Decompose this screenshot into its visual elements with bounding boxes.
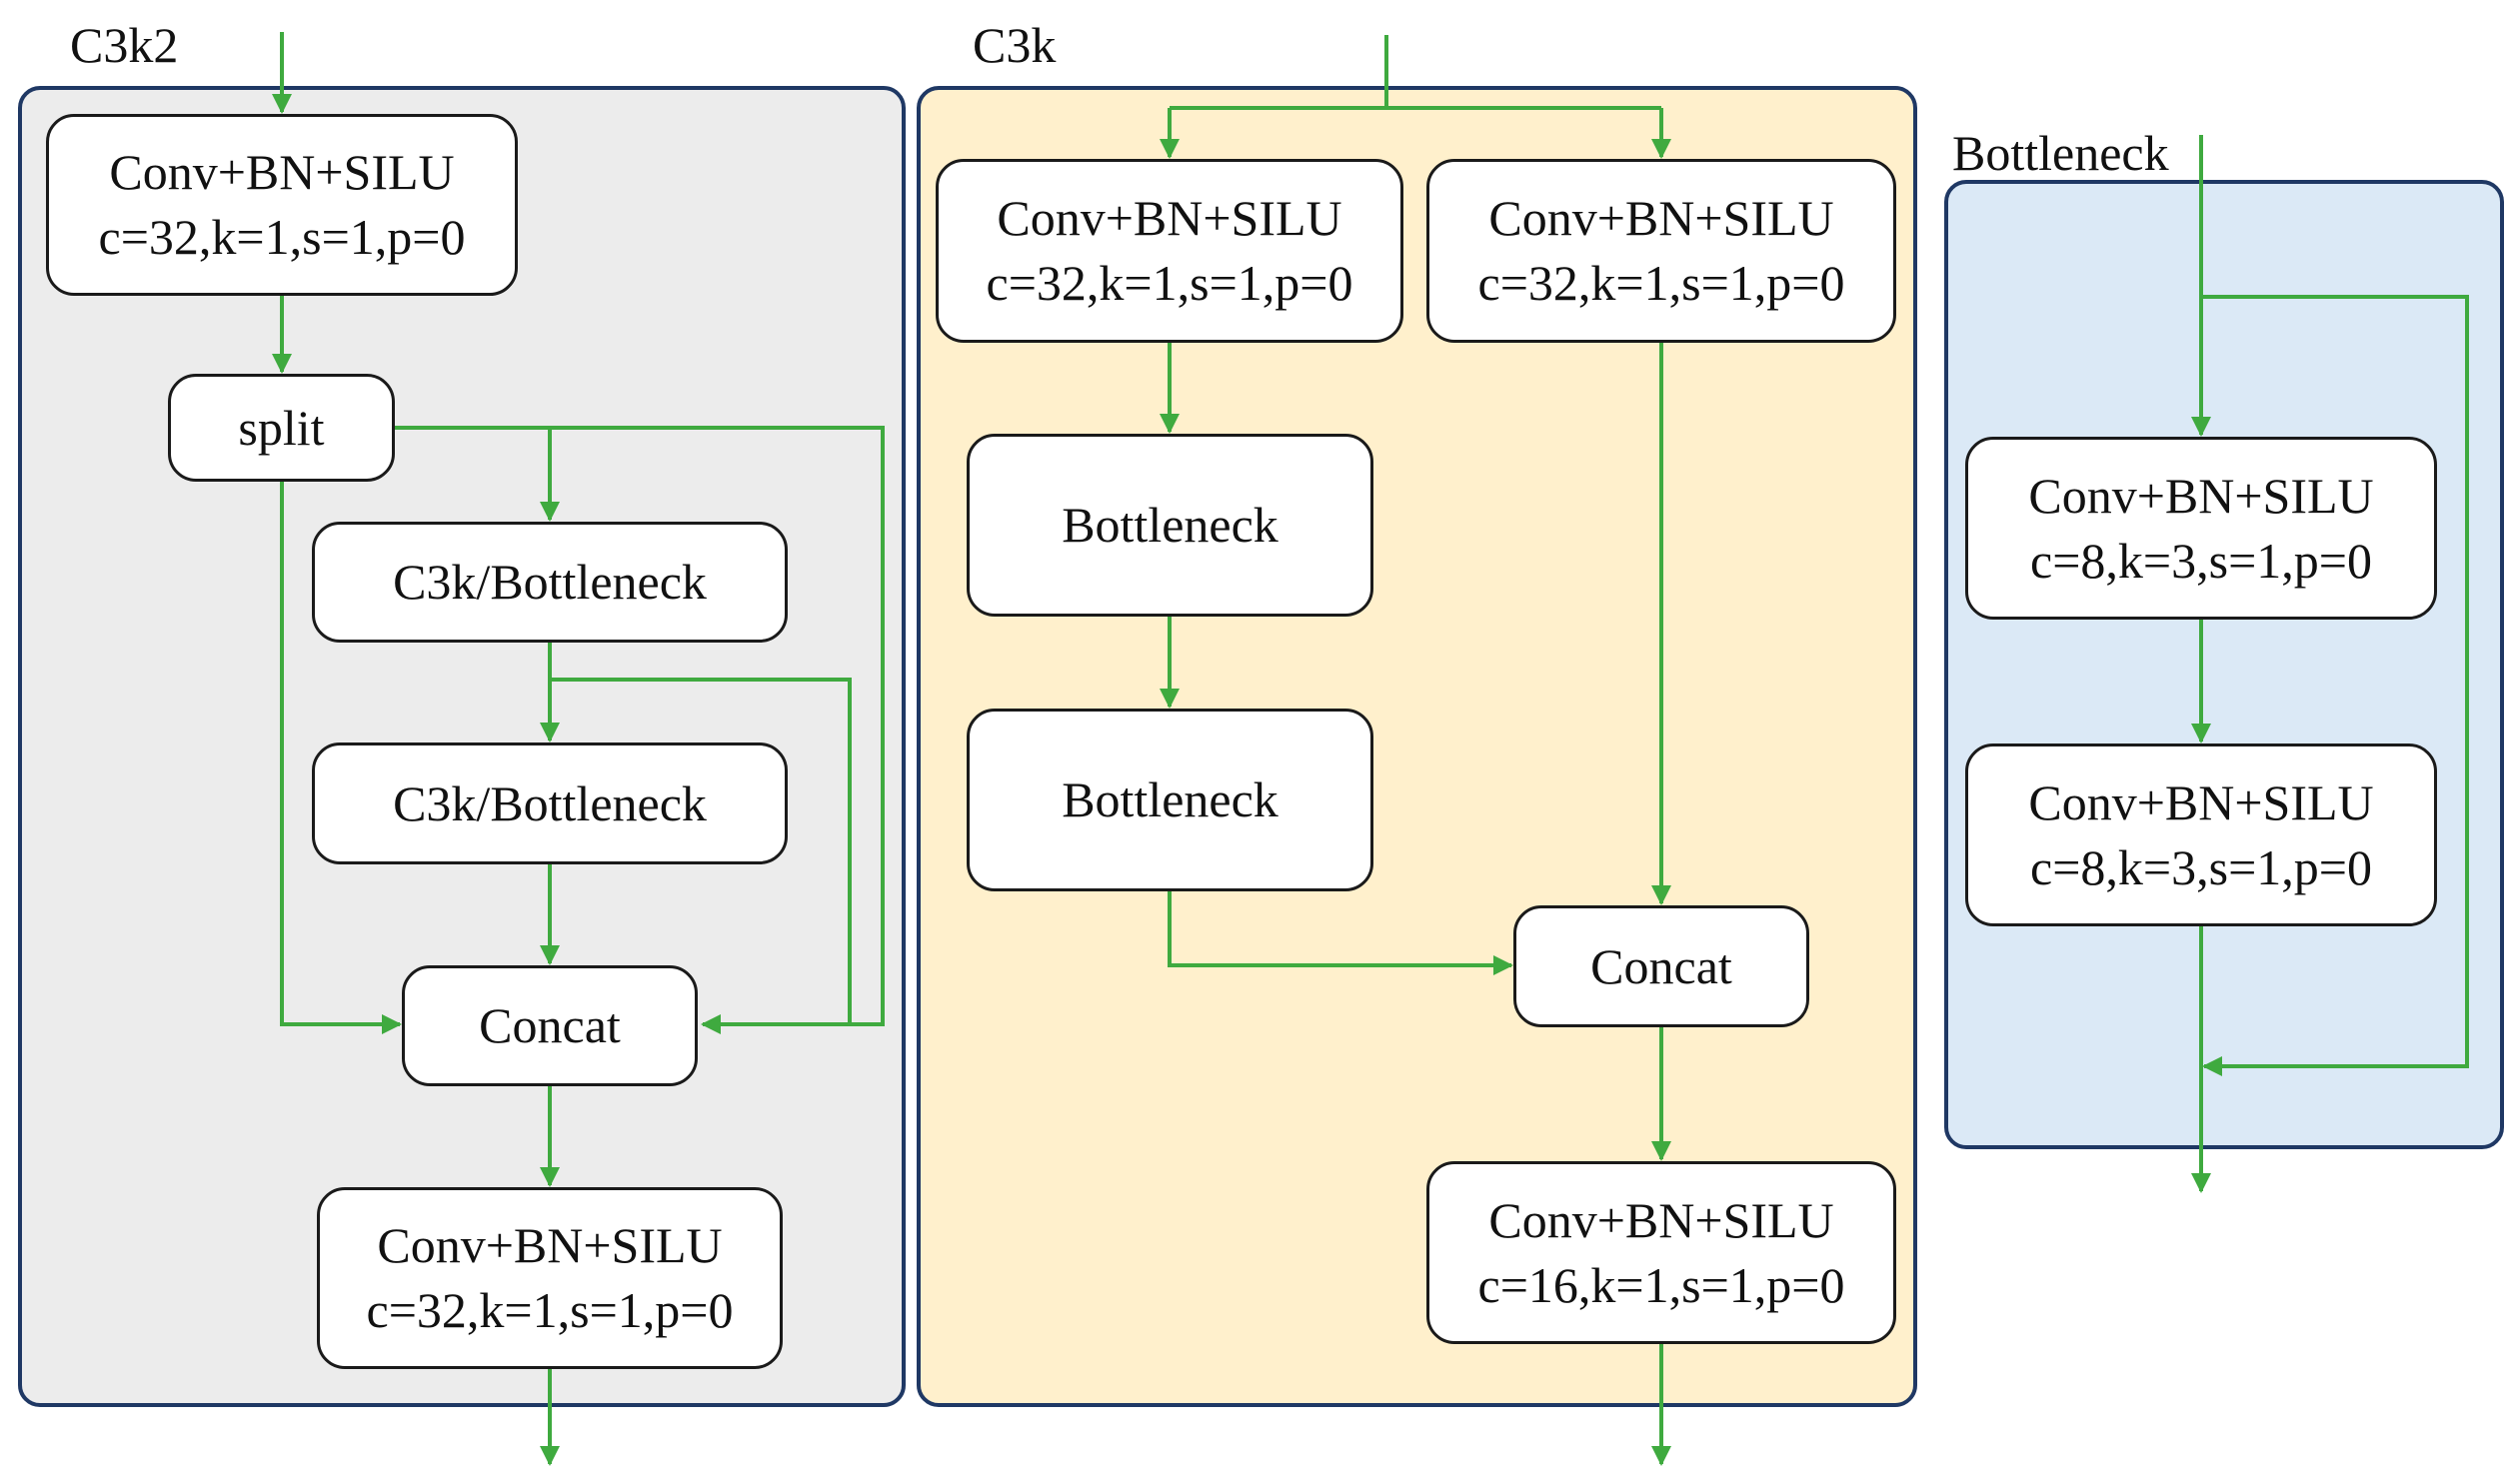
block-label: Conv+BN+SILU: [1488, 1191, 1834, 1248]
c3k-bottleneck-block-a: Bottleneck: [967, 434, 1373, 617]
block-label: Concat: [479, 997, 621, 1053]
bottleneck-residual-line: [2201, 295, 2469, 1076]
c3k-concat-block: Concat: [1513, 905, 1809, 1027]
block-label: Conv+BN+SILU: [377, 1217, 723, 1273]
block-params: c=32,k=1,s=1,p=0: [98, 209, 466, 265]
block-label: Conv+BN+SILU: [1488, 190, 1834, 246]
block-label: Conv+BN+SILU: [109, 144, 455, 200]
bottleneck-title: Bottleneck: [1952, 125, 2169, 181]
bottleneck-conv-a-block: Conv+BN+SILU c=8,k=3,s=1,p=0: [1965, 437, 2437, 620]
c3k2-conv-out-block: Conv+BN+SILU c=32,k=1,s=1,p=0: [317, 1187, 783, 1369]
block-params: c=32,k=1,s=1,p=0: [1477, 255, 1845, 311]
c3k-title: C3k: [973, 17, 1057, 73]
block-label: Conv+BN+SILU: [2028, 773, 2374, 830]
split-block: split: [168, 374, 395, 482]
c3k2-conv-in-block: Conv+BN+SILU c=32,k=1,s=1,p=0: [46, 114, 518, 296]
c3k-bottleneck-block-a: C3k/Bottleneck: [312, 522, 788, 643]
block-params: c=32,k=1,s=1,p=0: [366, 1282, 734, 1338]
c3k2-title: C3k2: [70, 17, 179, 73]
split-bypass-arrow: [280, 482, 402, 1034]
block-params: c=32,k=1,s=1,p=0: [986, 255, 1353, 311]
bottleneck-conv-b-block: Conv+BN+SILU c=8,k=3,s=1,p=0: [1965, 743, 2437, 926]
block-label: Conv+BN+SILU: [2028, 467, 2374, 524]
block-label: Bottleneck: [1062, 771, 1278, 827]
block-params: c=8,k=3,s=1,p=0: [2030, 532, 2372, 589]
c3k-conv-left-block: Conv+BN+SILU c=32,k=1,s=1,p=0: [936, 159, 1403, 343]
c3k-bottleneck-block-b: Bottleneck: [967, 709, 1373, 891]
block-params: c=16,k=1,s=1,p=0: [1477, 1256, 1845, 1313]
block-label: Conv+BN+SILU: [997, 190, 1342, 246]
c3k-conv-right-block: Conv+BN+SILU c=32,k=1,s=1,p=0: [1426, 159, 1896, 343]
block-label: Concat: [1590, 937, 1732, 994]
block-label: C3k/Bottleneck: [393, 774, 707, 831]
c3k-bottleneck-block-b: C3k/Bottleneck: [312, 742, 788, 864]
block-label: C3k/Bottleneck: [393, 554, 707, 610]
bottleneck-panel: [1944, 180, 2504, 1149]
c3k-a-branch-line: [550, 678, 852, 1024]
bottleneck-to-concat-arrow: [1168, 891, 1513, 975]
block-label: split: [238, 399, 325, 456]
block-label: Bottleneck: [1062, 497, 1278, 553]
split-branch-line: [395, 426, 885, 1034]
c3k2-concat-block: Concat: [402, 965, 698, 1086]
block-params: c=8,k=3,s=1,p=0: [2030, 838, 2372, 895]
c3k-conv-out-block: Conv+BN+SILU c=16,k=1,s=1,p=0: [1426, 1161, 1896, 1344]
